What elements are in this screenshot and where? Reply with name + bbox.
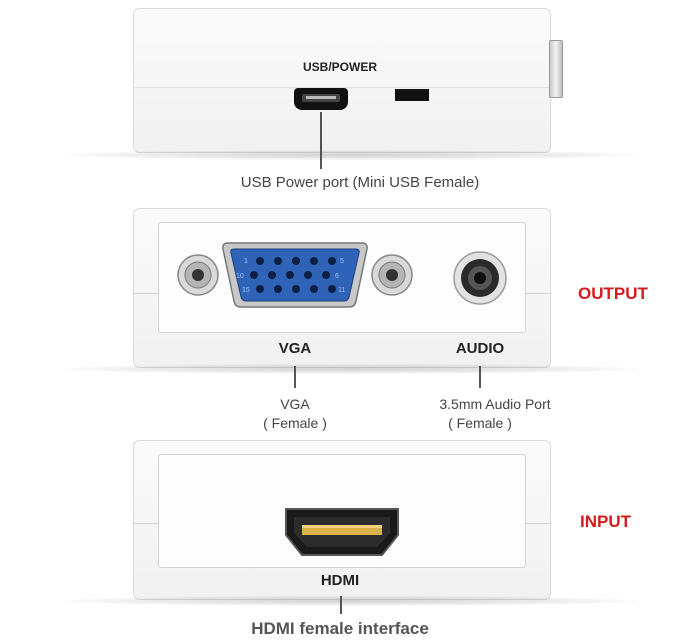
output-section-label: OUTPUT xyxy=(578,284,648,303)
vga-caption-gender: ( Female ) xyxy=(263,415,327,431)
audio-caption-type: 3.5mm Audio Port xyxy=(439,396,551,412)
vga-port: 1 5 10 6 15 11 xyxy=(177,242,413,308)
hdmi-port xyxy=(285,508,399,556)
audio-port-label: AUDIO xyxy=(455,340,505,357)
usb-power-caption: USB Power port (Mini USB Female) xyxy=(240,174,480,191)
usb-device-seam xyxy=(133,87,551,88)
hdmi-port-label: HDMI xyxy=(320,572,360,589)
audio-leader-line xyxy=(479,366,481,388)
input-left-seam xyxy=(133,523,158,524)
vga-port-label: VGA xyxy=(278,340,312,357)
vga-leader-line xyxy=(294,366,296,388)
input-device-shadow xyxy=(60,596,640,606)
output-right-seam xyxy=(526,293,551,294)
vga-pin-number: 10 xyxy=(236,273,244,280)
vga-pin-number: 6 xyxy=(335,273,339,280)
vga-pin-number: 1 xyxy=(244,258,248,265)
vga-right-screw-icon xyxy=(371,254,413,296)
audio-caption-gender: ( Female ) xyxy=(448,415,512,431)
vga-caption-type: VGA xyxy=(280,396,310,412)
output-device-shadow xyxy=(60,364,640,374)
vga-pin-number: 11 xyxy=(338,287,345,294)
audio-jack-port xyxy=(453,251,507,305)
vga-left-screw-icon xyxy=(177,254,219,296)
usb-power-port-label: USB/POWER xyxy=(302,60,377,74)
vga-pin-number: 15 xyxy=(242,287,250,294)
usb-leader-line xyxy=(320,112,322,169)
output-left-seam xyxy=(133,293,158,294)
input-right-seam xyxy=(526,523,551,524)
usb-device-body xyxy=(133,8,551,153)
indicator-slot xyxy=(395,89,429,101)
side-connector-stub xyxy=(549,40,563,98)
usb-device-shadow xyxy=(60,150,640,160)
mini-usb-port xyxy=(294,88,348,110)
hdmi-leader-line xyxy=(340,596,342,614)
vga-pin-number: 5 xyxy=(340,258,344,265)
input-section-label: INPUT xyxy=(580,512,631,531)
hdmi-caption: HDMI female interface xyxy=(251,619,429,638)
